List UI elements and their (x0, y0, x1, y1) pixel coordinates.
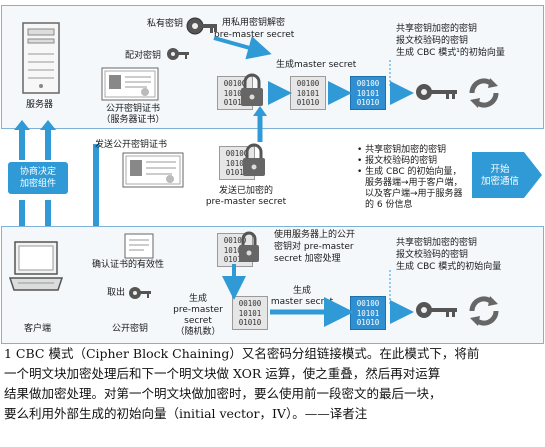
private-key-label: 私有密钥 (147, 19, 184, 29)
footnote-caption: 1 CBC 模式（Cipher Block Chaining）又名密码分组链接模… (4, 344, 542, 424)
negotiate-cipher-badge: 协商决定加密组件 (8, 162, 68, 194)
bottom-lock-icon (239, 231, 259, 262)
send-cert-label: 发送公开密钥证书 (95, 140, 168, 150)
public-cert-label-1: 公开密钥证书 (105, 104, 160, 114)
caption-line-2: 一个明文块加密处理后和下一个明文块做 XOR 运算，使之重叠，然后再对运算 (4, 366, 441, 381)
laptop-icon (8, 241, 64, 291)
bullet-1: • 共享密钥加密的密钥 (357, 145, 447, 155)
top-right-note-2: 报文校验码的密钥 (396, 36, 469, 46)
sent-label-2: pre-master secret (205, 197, 287, 207)
top-lock-icon (241, 73, 263, 106)
bottom-cycle-icon (469, 296, 499, 326)
bullet-6: 的 6 份信息 (365, 200, 413, 210)
bottom-right-note-2: 报文校验码的密钥 (396, 250, 469, 260)
start-encryption-arrow (472, 152, 542, 198)
client-panel (1, 226, 544, 344)
bottom-arrows (222, 264, 414, 327)
top-shared-key-icon (416, 84, 457, 100)
top-right-note-1: 共享密钥加密的密钥 (396, 24, 478, 34)
generate-pms-label: 生成 pre-master secret （随机数） (173, 294, 223, 337)
private-key-icon (186, 17, 217, 35)
server-icon (22, 22, 60, 94)
start-encryption-label: 开始加密通信 (480, 164, 519, 187)
shared-info-list: • 共享密钥加密的密钥 • 报文校验码的密钥 • 生成 CBC 的初始向量， 服… (357, 145, 463, 211)
confirm-cert-label: 确认证书的有效性 (92, 260, 165, 270)
extract-label-1: 取出 (106, 288, 125, 298)
extract-key-icon (129, 287, 151, 299)
top-generate-label: 生成master secret (276, 60, 357, 70)
bullet-3: • 生成 CBC 的初始向量， (357, 167, 462, 177)
bottom-right-note-1: 共享密钥加密的密钥 (396, 238, 478, 248)
pair-key-label: 配对密钥 (125, 51, 162, 61)
bullet-4: 服务器端→用于客户端， (365, 178, 463, 188)
client-label: 客户端 (24, 324, 52, 334)
bullet-2: • 报文校验码的密钥 (357, 156, 438, 166)
certificate-icon (101, 67, 159, 101)
top-arrows (213, 36, 414, 105)
sent-cert-icon (122, 152, 184, 188)
public-cert-label-2: （服务器证书） (101, 115, 165, 125)
server-panel (1, 5, 544, 129)
encrypt-note-3: secret 加密处理 (274, 254, 341, 264)
top-cycle-icon (469, 78, 499, 108)
bottom-shared-key-icon (416, 302, 457, 318)
caption-line-3: 结果做加密处理。对第一个明文块做加密时，要么使用前一段密文的最后一块， (4, 386, 442, 401)
top-right-note-3: 生成 CBC 模式¹的初始向量 (396, 48, 505, 58)
pair-key-icon (167, 48, 189, 60)
extract-label-2: 公开密钥 (112, 324, 149, 334)
server-label: 服务器 (26, 100, 54, 110)
encrypt-note-2: 密钥对 pre-master (274, 242, 354, 252)
client-cert-icon (124, 233, 154, 259)
decrypt-note-2: pre-master secret (214, 30, 295, 40)
bullet-5: 以及客户端→用于服务器 (365, 189, 463, 199)
sent-lock-icon (243, 143, 265, 176)
caption-line-1: 1 CBC 模式（Cipher Block Chaining）又名密码分组链接模… (4, 346, 480, 361)
encrypt-note-1: 使用服务器上的公开 (274, 230, 356, 240)
caption-line-4: 要么利用外部生成的初始向量（initial vector，IV）。——译者注 (4, 406, 368, 421)
bottom-right-note-3: 生成 CBC 模式的初始向量 (396, 262, 502, 272)
sent-label-1: 发送已加密的 (218, 186, 273, 196)
decrypt-note-1: 用私用密钥解密 (222, 18, 286, 28)
middle-up-arrow (253, 106, 267, 142)
